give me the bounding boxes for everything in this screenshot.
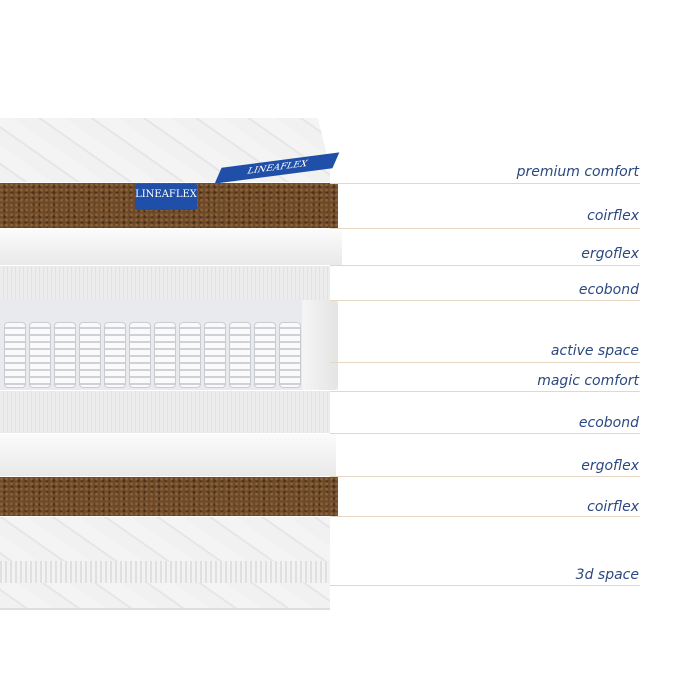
- label-3d-space: 3d space: [575, 567, 639, 583]
- spring-coil: [29, 322, 51, 388]
- layer-ergoflex-top: [0, 230, 342, 265]
- leader-line: [330, 265, 640, 266]
- foam-edge: [302, 300, 338, 390]
- label-coirflex: coirflex: [587, 208, 639, 224]
- spring-coil: [179, 322, 201, 388]
- label-ecobond: ecobond: [578, 415, 639, 431]
- leader-line: [330, 183, 640, 184]
- label-ergoflex: ergoflex: [581, 246, 639, 262]
- layer-coirflex-bottom: [0, 477, 338, 516]
- layer-3d-space: [0, 517, 330, 610]
- leader-line: [330, 433, 640, 434]
- leader-line: [330, 476, 640, 477]
- leader-line: [330, 391, 640, 392]
- spring-coil: [129, 322, 151, 388]
- leader-line: [330, 516, 640, 517]
- brand-logo-tag: LINEAFLEX: [135, 184, 197, 210]
- spring-coil: [204, 322, 226, 388]
- label-ergoflex: ergoflex: [581, 458, 639, 474]
- layer-ecobond-top: [0, 266, 330, 300]
- spring-coil: [79, 322, 101, 388]
- spring-coil: [154, 322, 176, 388]
- mesh-band: [0, 561, 330, 583]
- label-ecobond: ecobond: [578, 282, 639, 298]
- spring-coil: [4, 322, 26, 388]
- label-active-space: active space: [550, 343, 639, 359]
- leader-line: [330, 228, 640, 229]
- layer-ergoflex-bottom: [0, 434, 336, 476]
- spring-coil: [54, 322, 76, 388]
- spring-coil: [104, 322, 126, 388]
- leader-line: [330, 362, 640, 363]
- layer-ecobond-bottom: [0, 391, 330, 433]
- label-coirflex: coirflex: [587, 499, 639, 515]
- spring-coil: [254, 322, 276, 388]
- label-premium-comfort: premium comfort: [516, 164, 639, 180]
- spring-coil: [279, 322, 301, 388]
- leader-line: [330, 300, 640, 301]
- label-magic-comfort: magic comfort: [537, 373, 639, 389]
- leader-line: [330, 585, 640, 586]
- spring-coil: [229, 322, 251, 388]
